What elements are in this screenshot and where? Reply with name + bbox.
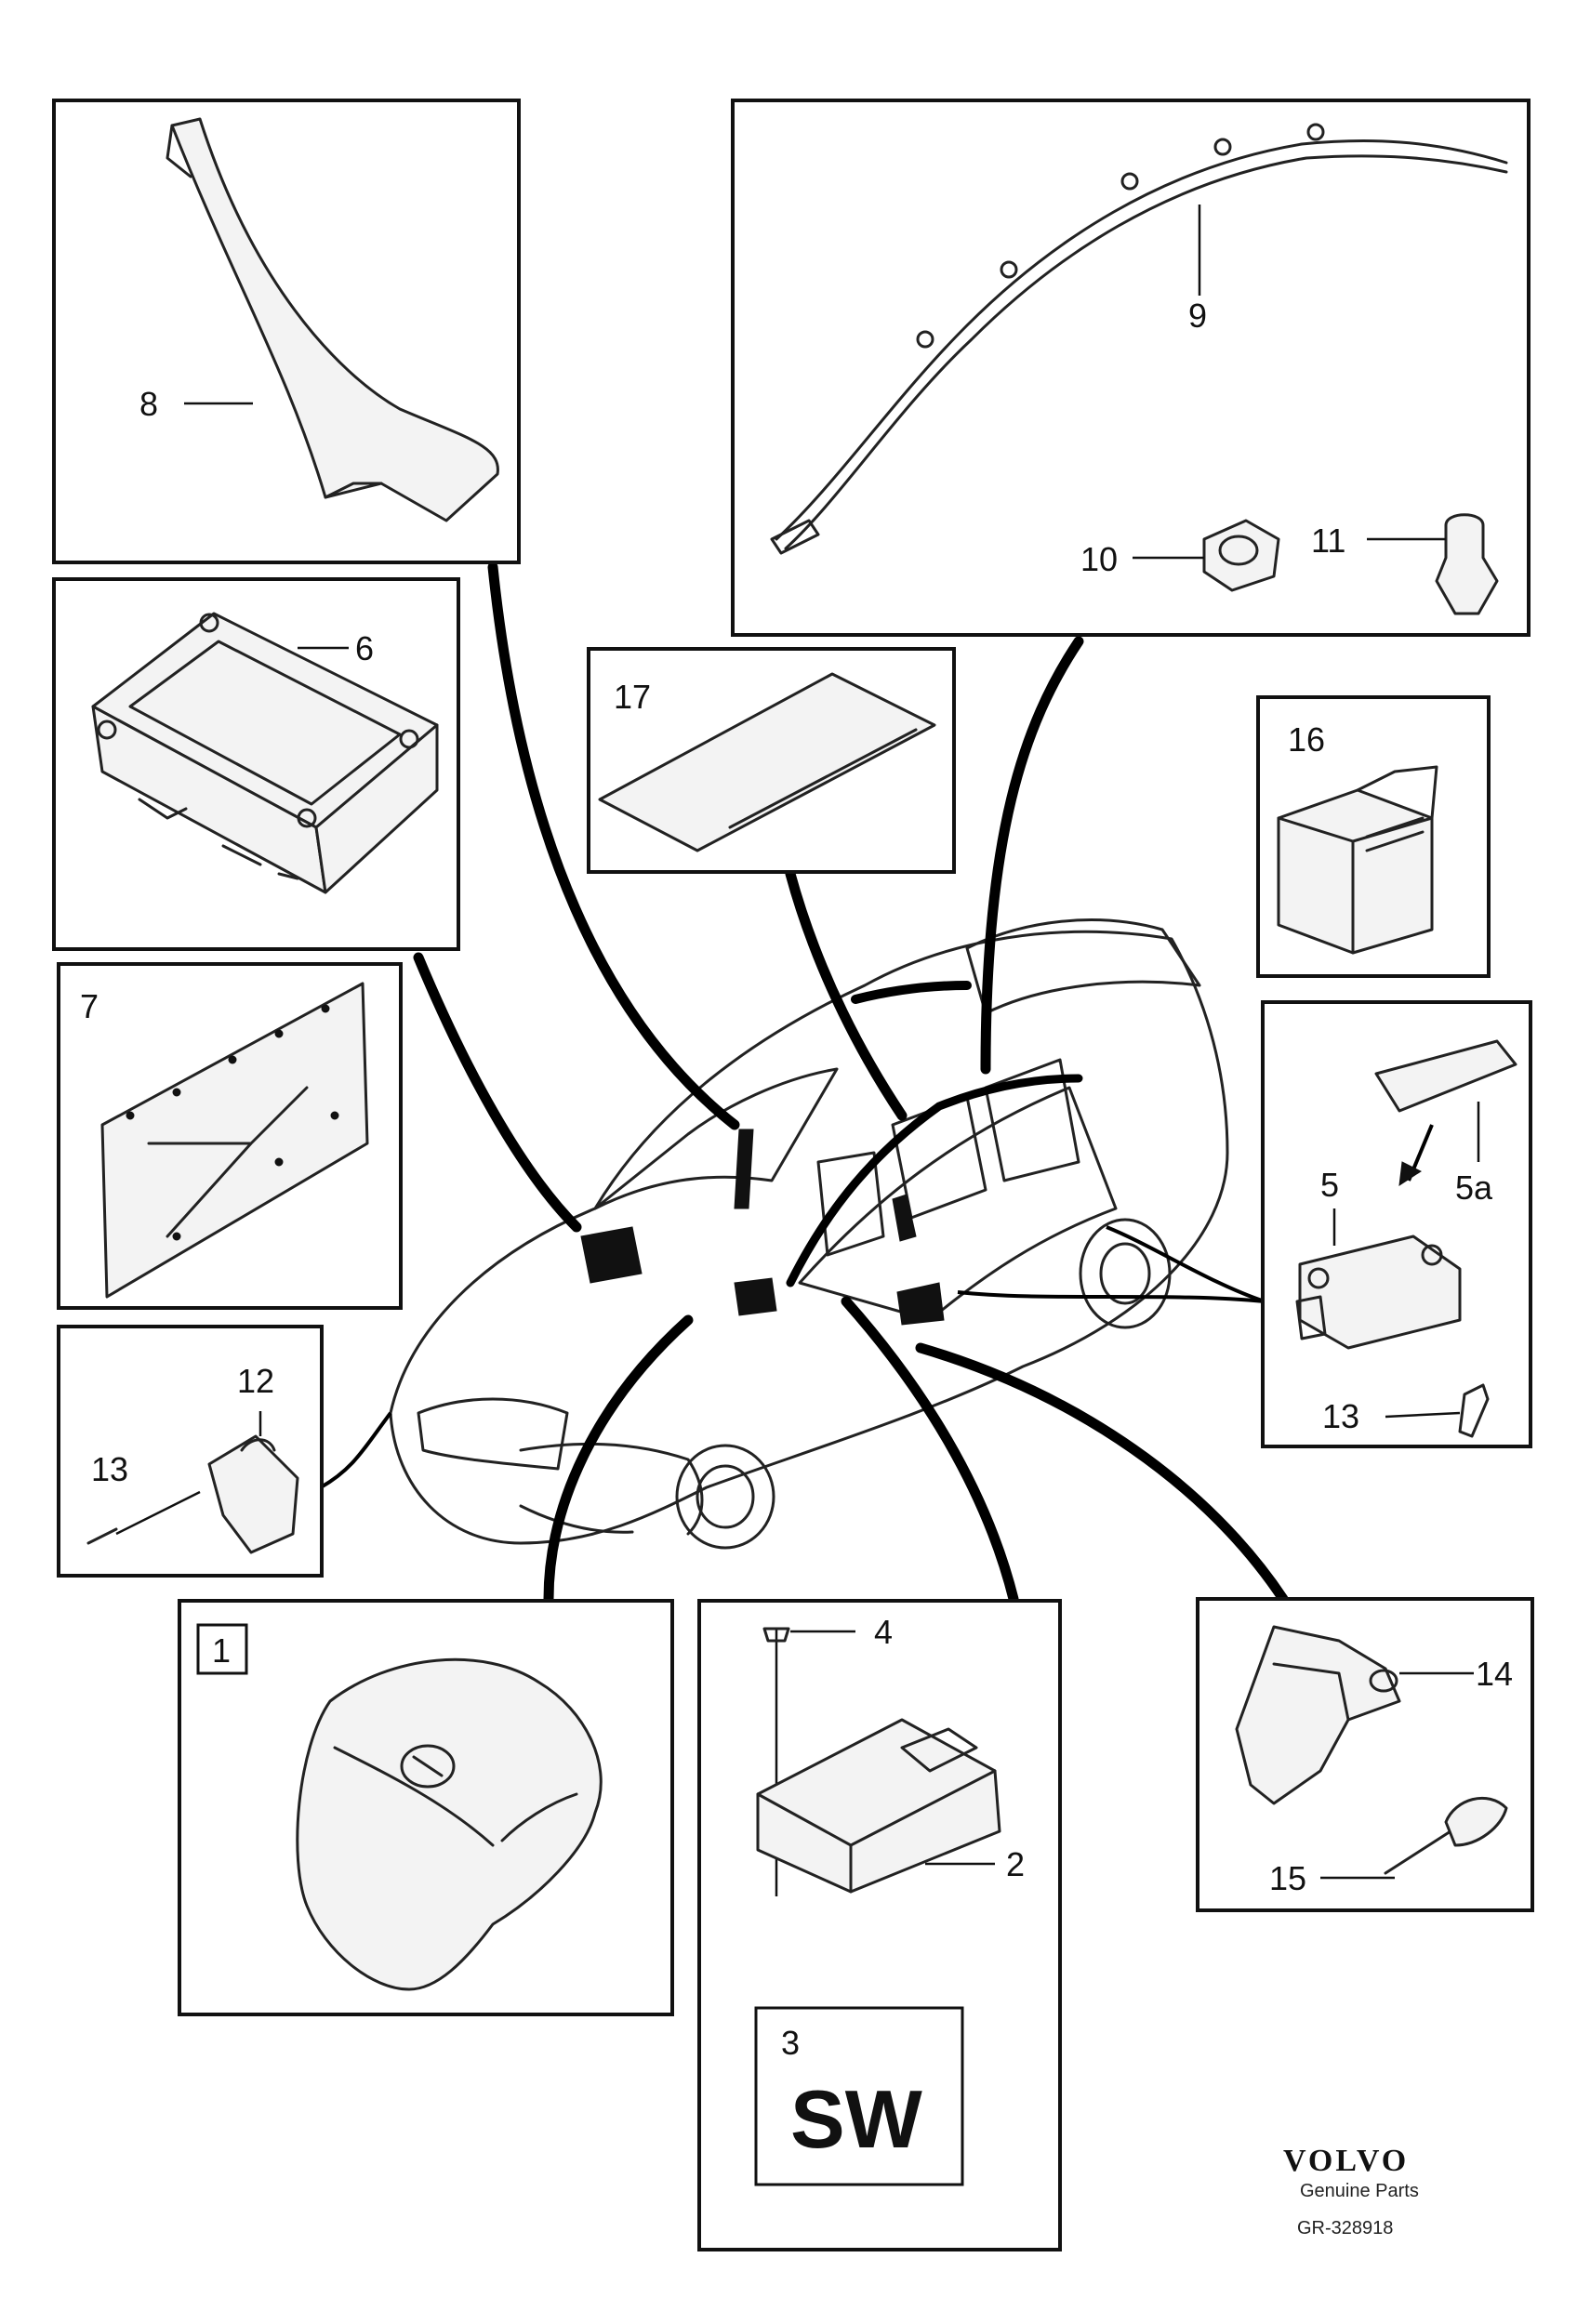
panel-part-6: 6 xyxy=(52,577,460,951)
callout-9: 9 xyxy=(1188,297,1207,335)
arrow-to-panel-1 xyxy=(543,1314,694,1604)
callout-17: 17 xyxy=(614,678,651,716)
brand-subtitle: Genuine Parts xyxy=(1300,2181,1419,2201)
callout-3: 3 xyxy=(781,2024,800,2062)
arrow-to-panel-9 xyxy=(980,636,1084,1075)
panel-part-12: 12 13 xyxy=(57,1325,324,1578)
callout-8: 8 xyxy=(139,385,158,423)
arrow-to-panel-8 xyxy=(487,561,740,1130)
arrow-to-panel-5-a xyxy=(1106,1225,1266,1303)
arrow-to-panel-17 xyxy=(785,868,908,1121)
callout-6: 6 xyxy=(355,629,374,667)
panel-part-9: 9 10 11 xyxy=(731,99,1531,637)
callout-5a: 5a xyxy=(1455,1169,1493,1207)
callout-7: 7 xyxy=(80,987,99,1025)
panel-part-2: 4 2 3 SW xyxy=(697,1599,1062,2251)
panel-part-8: 8 xyxy=(52,99,521,564)
callout-2: 2 xyxy=(1006,1845,1025,1883)
callout-1: 1 xyxy=(212,1631,231,1670)
callout-16: 16 xyxy=(1288,720,1325,759)
panel-part-16: 16 xyxy=(1256,695,1491,978)
panel-part-14: 14 15 xyxy=(1196,1597,1534,1912)
software-label: SW xyxy=(790,2073,922,2165)
callout-14: 14 xyxy=(1476,1655,1513,1693)
panel-part-5: 5a 5 13 xyxy=(1261,1000,1532,1448)
reference-arrows xyxy=(320,561,1289,1604)
callout-15: 15 xyxy=(1269,1859,1306,1897)
brand-logo-text: VOLVO xyxy=(1283,2144,1409,2178)
panel-part-1: 1 xyxy=(178,1599,674,2016)
drawing-number: GR-328918 xyxy=(1297,2218,1393,2238)
car-illustration xyxy=(389,918,1229,1550)
arrow-to-panel-2 xyxy=(841,1296,1019,1604)
panel-part-7: 7 xyxy=(57,962,403,1310)
callout-13-right: 13 xyxy=(1322,1397,1359,1435)
panel-part-17: 17 xyxy=(587,647,956,874)
arrow-to-panel-6 xyxy=(413,952,582,1233)
callout-4: 4 xyxy=(874,1613,893,1651)
arrow-to-panel-12 xyxy=(320,1411,392,1489)
callout-11: 11 xyxy=(1311,522,1345,560)
arrow-to-panel-5-b xyxy=(957,1290,1266,1303)
callout-5: 5 xyxy=(1320,1166,1339,1204)
arrow-to-panel-14 xyxy=(915,1342,1289,1604)
callout-10: 10 xyxy=(1080,540,1118,578)
callout-12: 12 xyxy=(237,1362,274,1400)
callout-13-left: 13 xyxy=(91,1450,128,1488)
footer-branding: VOLVO Genuine Parts GR-328918 xyxy=(1283,2144,1419,2238)
